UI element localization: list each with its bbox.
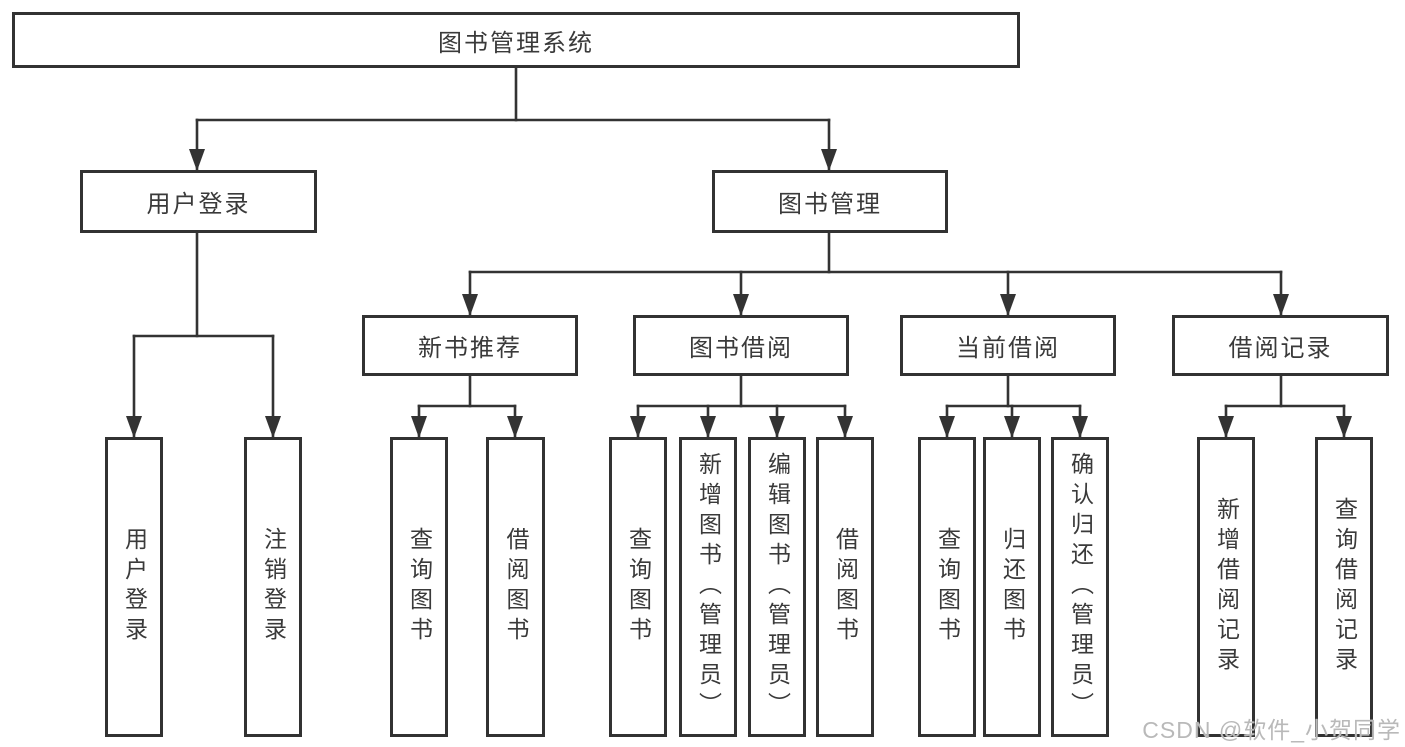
leaf-br-add-record: 新增借阅记录 <box>1197 437 1255 737</box>
leaf-rec-borrow-books: 借阅图书 <box>486 437 545 737</box>
leaf-bb-query-books: 查询图书 <box>609 437 667 737</box>
csdn-watermark: CSDN @软件_小贺同学 <box>1142 717 1401 743</box>
leaf-cb-confirm-return-admin: 确认归还（管理员） <box>1051 437 1109 737</box>
node-book-management: 图书管理 <box>712 170 948 233</box>
leaf-bb-add-books-admin: 新增图书（管理员） <box>679 437 737 737</box>
node-user-login: 用户登录 <box>80 170 317 233</box>
node-borrow-records: 借阅记录 <box>1172 315 1389 376</box>
node-book-borrowing: 图书借阅 <box>633 315 849 376</box>
node-library-management-system: 图书管理系统 <box>12 12 1020 68</box>
leaf-br-query-record: 查询借阅记录 <box>1315 437 1373 737</box>
leaf-cb-query-books: 查询图书 <box>918 437 976 737</box>
node-new-book-recommend: 新书推荐 <box>362 315 578 376</box>
leaf-rec-query-books: 查询图书 <box>390 437 448 737</box>
leaf-cb-return-books: 归还图书 <box>983 437 1041 737</box>
leaf-bb-borrow-books: 借阅图书 <box>816 437 874 737</box>
leaf-user-login: 用户登录 <box>105 437 163 737</box>
node-current-borrowing: 当前借阅 <box>900 315 1116 376</box>
leaf-logout: 注销登录 <box>244 437 302 737</box>
leaf-bb-edit-books-admin: 编辑图书（管理员） <box>748 437 806 737</box>
